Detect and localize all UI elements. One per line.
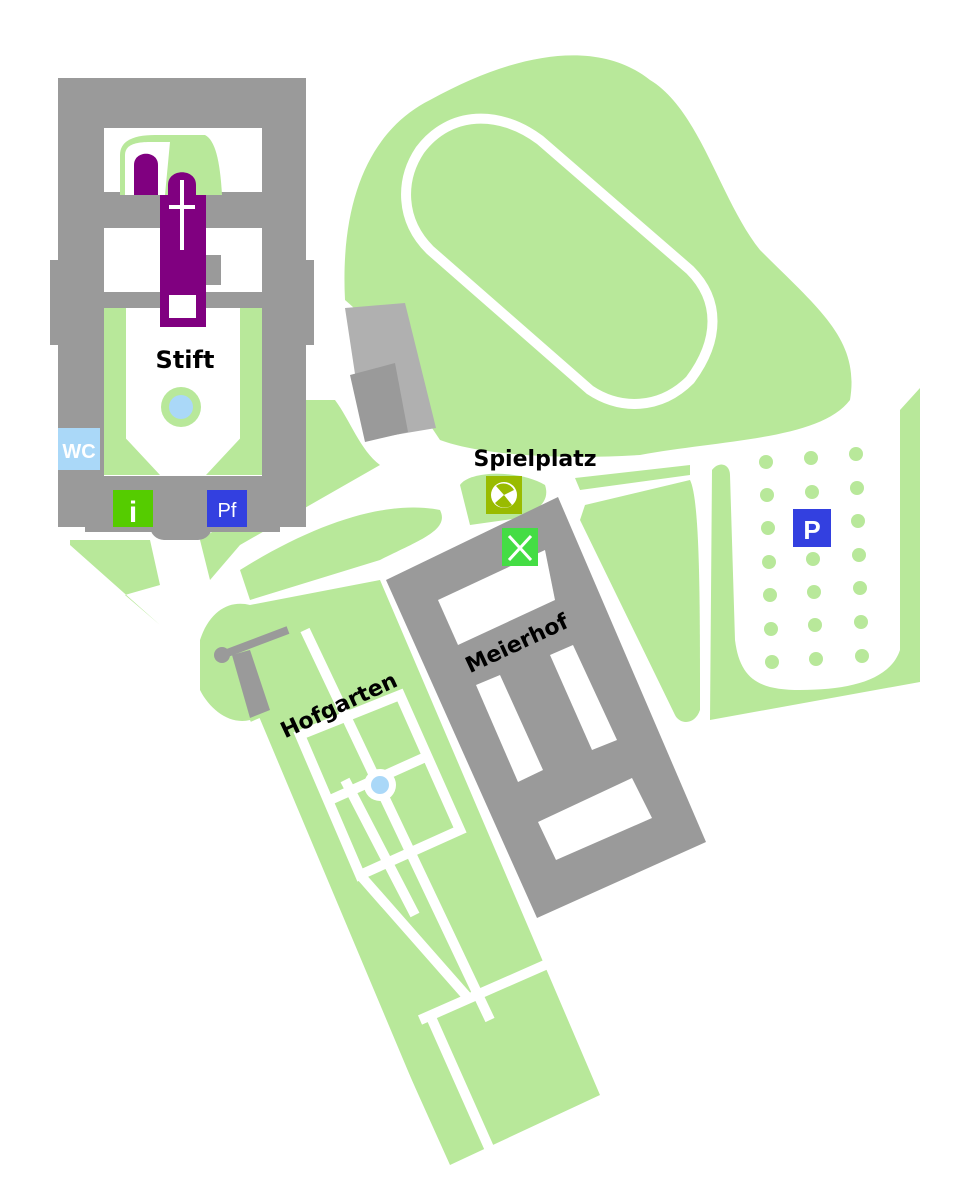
playground-icon[interactable] — [486, 476, 522, 514]
garden-house — [232, 650, 270, 718]
oval-track — [401, 113, 718, 409]
parking-lawn — [710, 388, 920, 720]
post-office-icon[interactable]: Pf — [207, 490, 247, 527]
hofgarten-path-2 — [250, 718, 445, 1162]
parking-trees — [759, 447, 869, 669]
info-label: i — [129, 496, 137, 529]
post-label: Pf — [218, 500, 237, 522]
park-north — [344, 55, 852, 457]
parking-icon[interactable]: P — [793, 509, 831, 547]
green-areas — [70, 55, 920, 1165]
hofgarten-fountain — [371, 776, 389, 794]
lawn-road — [240, 507, 442, 600]
label-spielplatz: Spielplatz — [473, 447, 596, 472]
meierhof-building — [386, 497, 706, 918]
garden-wall — [220, 626, 290, 659]
info-icon[interactable]: i — [113, 490, 153, 529]
lawn-west — [200, 400, 380, 580]
stift-fountain — [169, 395, 193, 419]
lawn-mid-east — [580, 480, 700, 722]
wc-label: WC — [62, 441, 95, 463]
hofgarten-path-5 — [356, 871, 548, 1153]
building-barn — [350, 363, 408, 442]
lawn-sw — [70, 540, 160, 625]
hofgarten-path-1 — [300, 627, 495, 1023]
wc-icon[interactable]: WC — [58, 428, 100, 470]
stift-building — [50, 78, 314, 540]
garden-pavilion — [214, 647, 230, 663]
restaurant-icon[interactable] — [502, 528, 538, 566]
parking-label: P — [803, 515, 820, 545]
lawn-road-east — [575, 465, 690, 490]
hofgarten-path-3 — [293, 688, 467, 882]
church-icon — [134, 153, 206, 327]
label-stift: Stift — [156, 346, 215, 374]
hofgarten-lawn — [200, 580, 600, 1165]
